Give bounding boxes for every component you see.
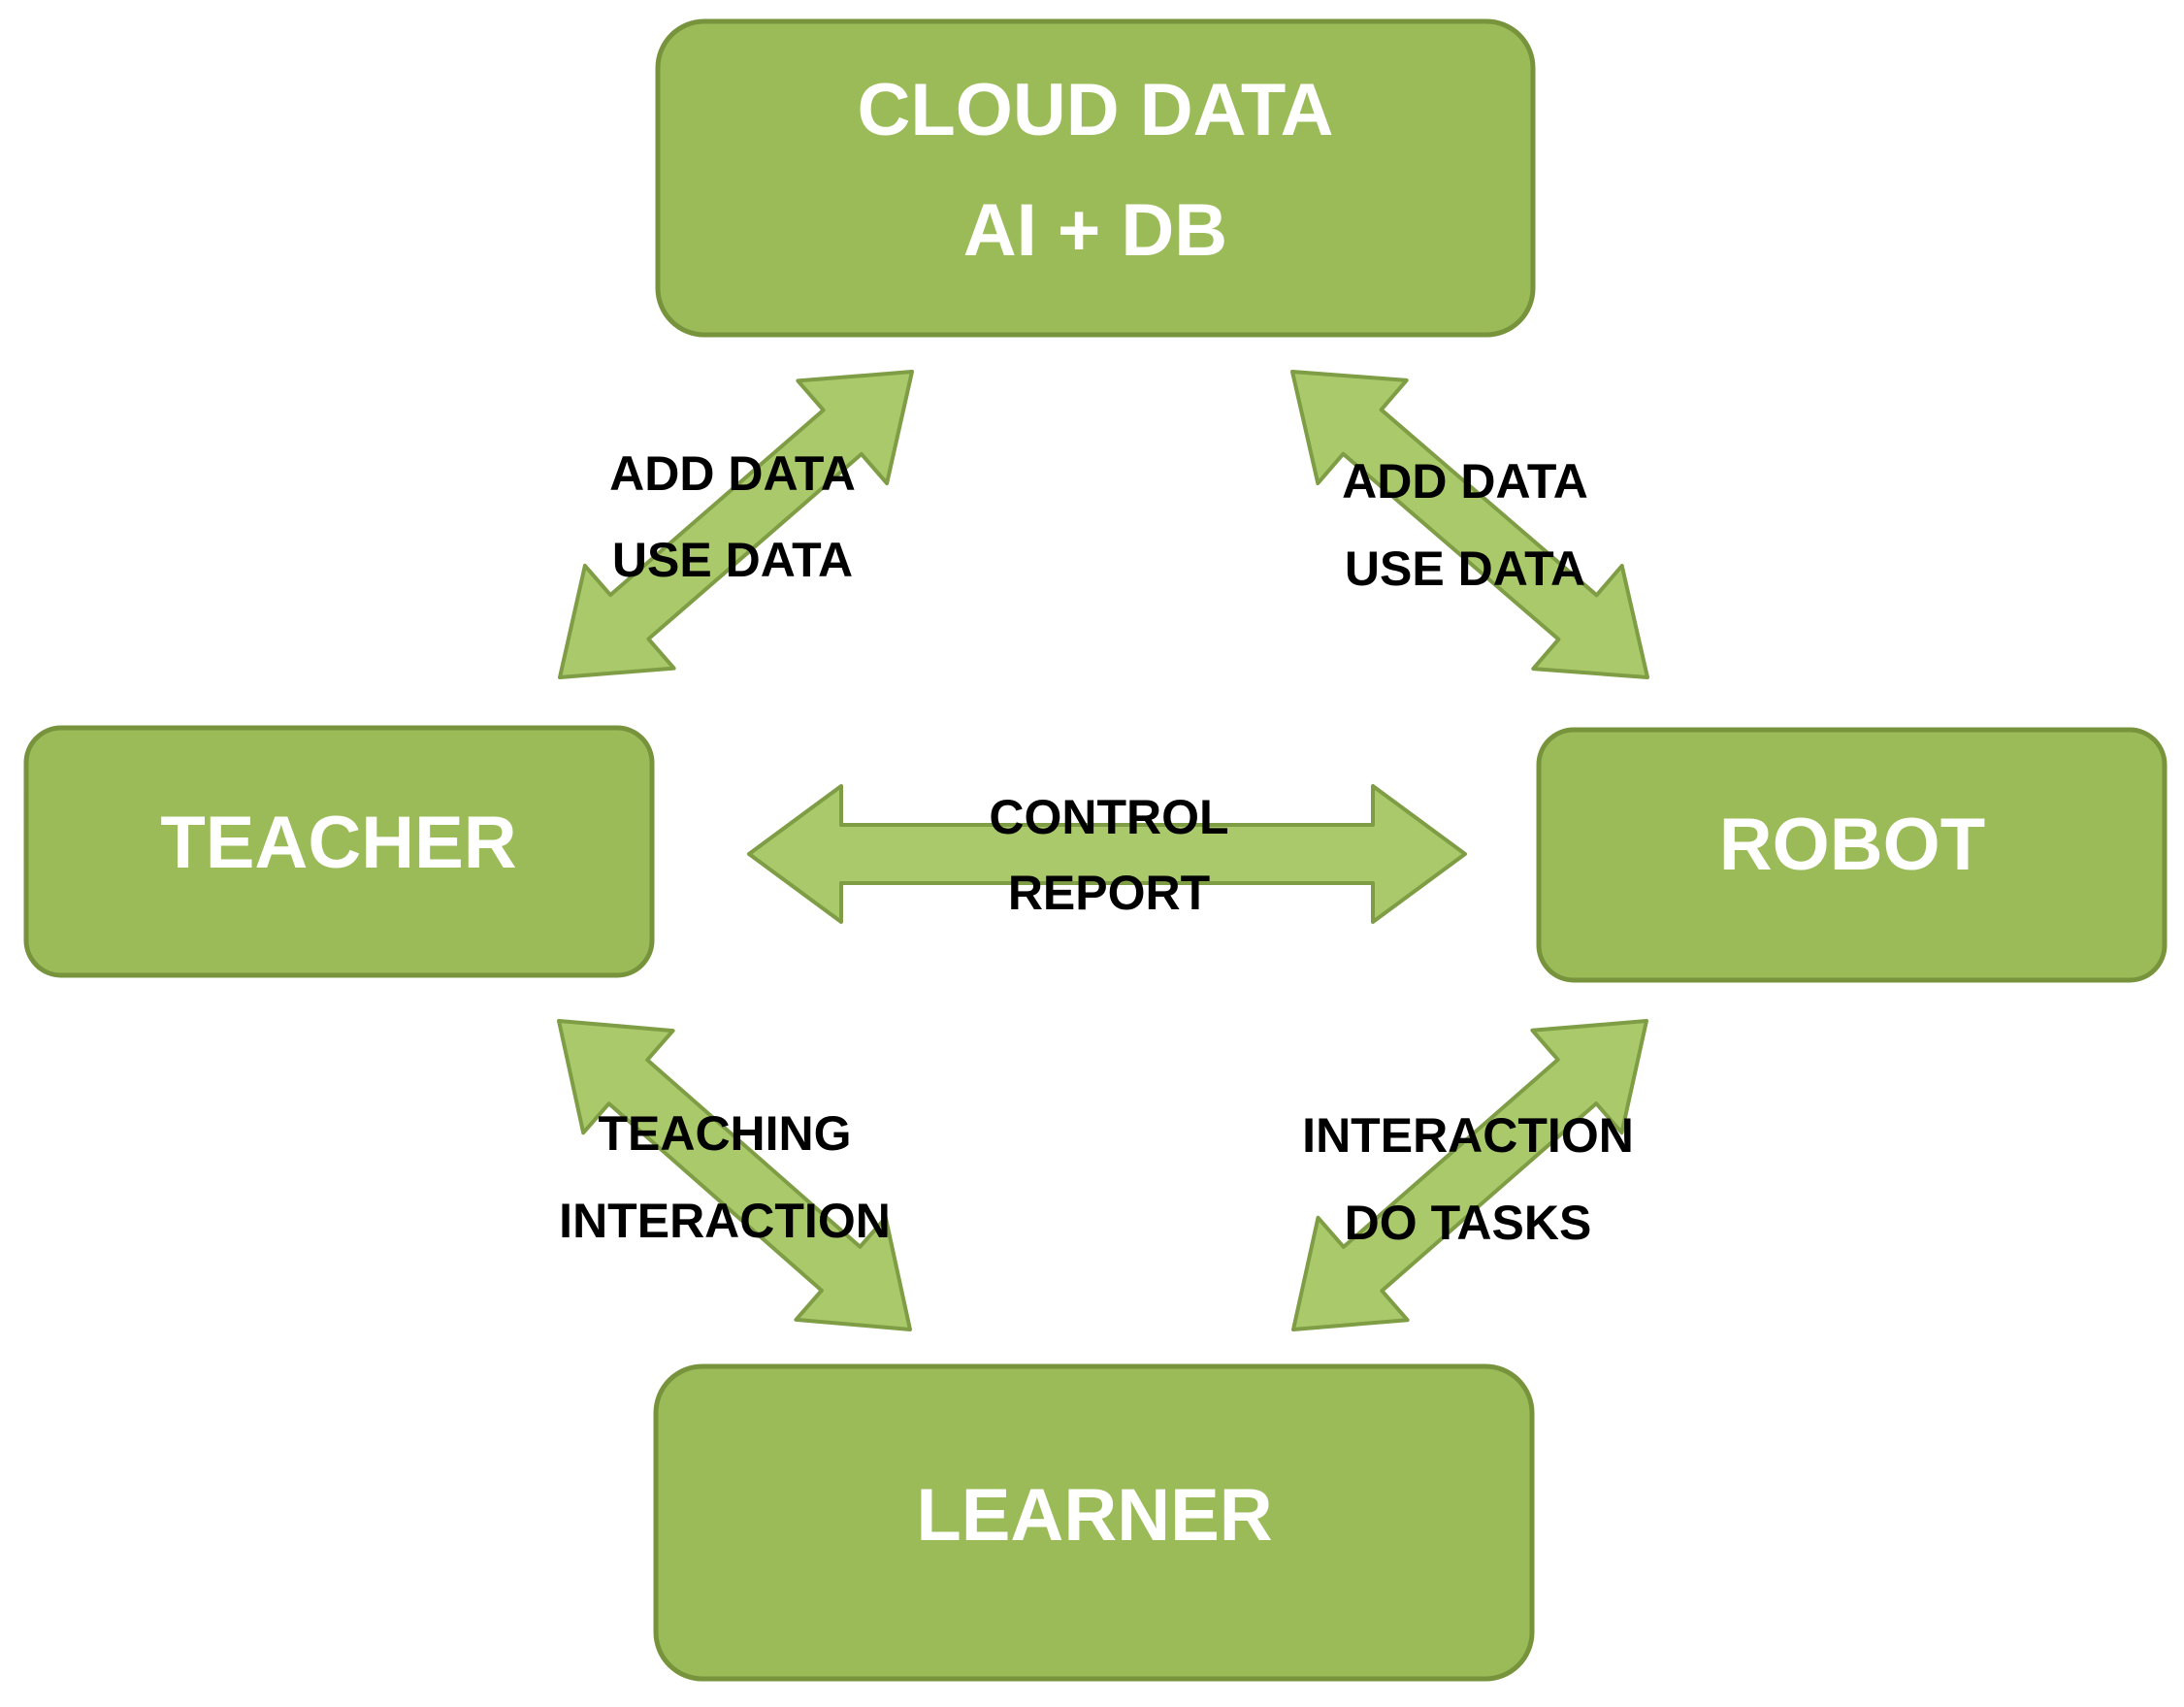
teacher-label: TEACHER: [160, 802, 516, 884]
teacher-cloud-arrow: [558, 370, 914, 679]
robot-cloud-label-1: ADD DATA: [1342, 454, 1588, 509]
cloud-data-box: [655, 18, 1536, 338]
teacher-cloud-label-1: ADD DATA: [609, 446, 856, 501]
robot-learner-arrow: [1291, 1019, 1648, 1331]
teacher-box: [23, 725, 655, 978]
arrows-layer: [557, 370, 1649, 1331]
teacher-learner-arrow: [557, 1019, 912, 1331]
robot-box: [1536, 727, 2168, 983]
robot-cloud-arrow: [1290, 370, 1649, 679]
teacher-robot-label-1: CONTROL: [989, 790, 1228, 844]
teacher-learner-label-2: INTERACTION: [559, 1194, 891, 1248]
teacher-robot-label-2: REPORT: [1008, 866, 1210, 920]
learner-box: [653, 1363, 1535, 1682]
robot-learner-label-2: DO TASKS: [1345, 1196, 1592, 1250]
teacher-cloud-label-2: USE DATA: [612, 533, 853, 587]
robot-label: ROBOT: [1719, 804, 1985, 886]
learner-label: LEARNER: [916, 1474, 1272, 1557]
cloud-data-title: CLOUD DATA: [857, 69, 1333, 151]
robot-learner-label-1: INTERACTION: [1302, 1108, 1634, 1163]
teacher-robot-arrow: [747, 784, 1467, 924]
robot-cloud-label-2: USE DATA: [1345, 542, 1585, 596]
cloud-data-subtitle: AI + DB: [963, 189, 1227, 272]
teacher-learner-label-1: TEACHING: [598, 1106, 851, 1161]
